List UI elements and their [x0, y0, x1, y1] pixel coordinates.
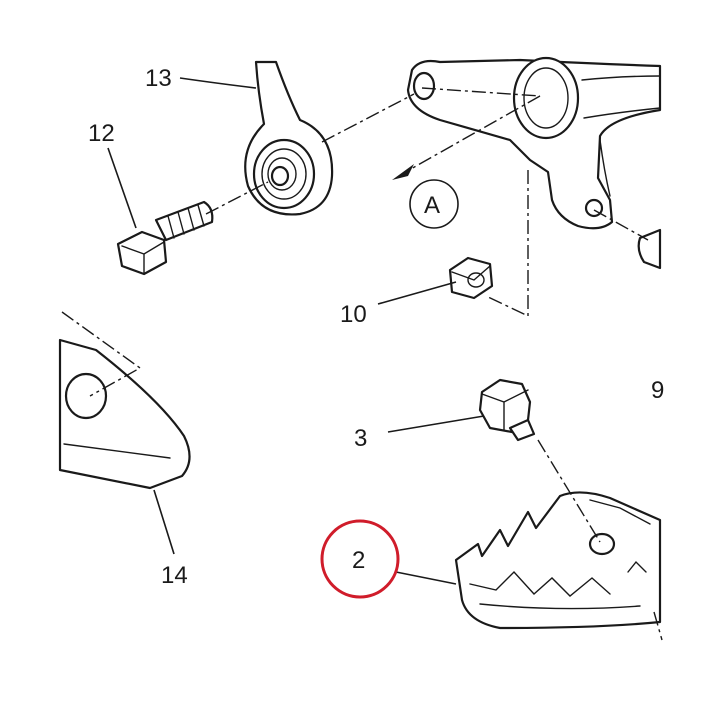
- callout-12: 12: [88, 120, 115, 147]
- view-a-marker: A: [409, 179, 459, 229]
- view-a-label: A: [424, 192, 440, 219]
- callout-9: 9: [651, 377, 664, 404]
- hex-screw: [478, 378, 536, 442]
- assembly-lines: [61, 87, 663, 641]
- frame-bracket: [406, 56, 662, 270]
- leader-lines: [107, 77, 485, 585]
- callout-13: 13: [145, 65, 172, 92]
- highlighted-callout-2: 2: [320, 519, 400, 599]
- hex-flange-bolt: [116, 200, 214, 276]
- highlight-circle: [320, 519, 400, 599]
- side-plate: [58, 338, 191, 490]
- footpeg: [454, 491, 662, 630]
- callout-3: 3: [354, 425, 367, 452]
- callout-14: 14: [161, 562, 188, 589]
- linkage-rod: [244, 60, 334, 216]
- direction-arrow: [392, 164, 414, 180]
- hex-nut: [448, 256, 494, 300]
- callout-10: 10: [340, 301, 367, 328]
- callout-2: 2: [352, 547, 365, 574]
